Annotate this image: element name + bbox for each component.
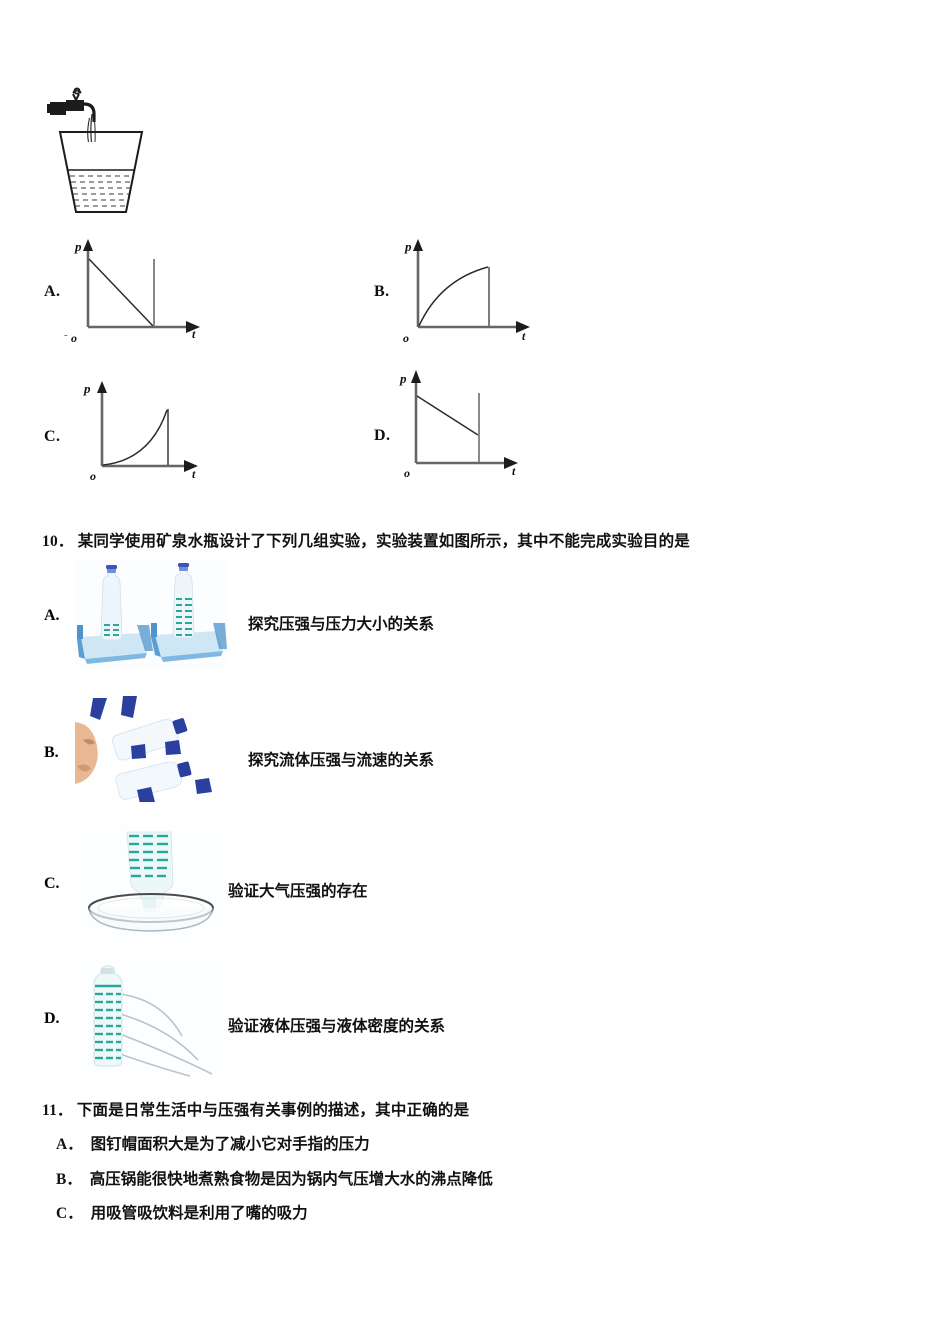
q9-option-d[interactable]: D. p o t — [370, 365, 670, 485]
q10-option-c-letter: C. — [44, 875, 60, 892]
bottle-left — [100, 565, 123, 641]
x-axis-arrow — [504, 457, 518, 469]
q9-option-c-letter: C. — [44, 428, 61, 445]
q10-option-c-image — [75, 822, 227, 940]
sponge-right — [151, 623, 227, 662]
svg-text:-: - — [64, 329, 68, 341]
q10-option-c-caption: 验证大气压强的存在 — [228, 883, 368, 900]
q11-option-b-letter: B． — [56, 1171, 82, 1188]
axis-label-t: t — [192, 467, 196, 481]
axis-label-origin: o — [404, 466, 410, 480]
axis-label-origin: o — [403, 331, 409, 345]
y-axis-arrow — [97, 381, 107, 393]
q9-option-d-letter: D. — [374, 427, 391, 444]
x-axis-arrow — [186, 321, 200, 333]
q9-option-c[interactable]: C. p o t — [40, 368, 340, 488]
axis-label-p: p — [399, 371, 407, 386]
blowing-between-bottles-svg — [75, 694, 227, 802]
y-axis-arrow — [83, 239, 93, 251]
q9-graph-d: p o t — [399, 370, 518, 480]
bottle-water-jets-svg — [72, 958, 230, 1078]
question-10-stem: 10． 某同学使用矿泉水瓶设计了下列几组实验，实验装置如图所示，其中不能完成实验… — [42, 529, 690, 551]
y-axis-arrow — [411, 370, 421, 383]
q11-option-c[interactable]: C． 用吸管吸饮料是利用了嘴的吸力 — [56, 1201, 308, 1223]
axis-label-t: t — [512, 464, 516, 478]
axis-label-p: p — [74, 239, 82, 254]
q10-option-d-caption: 验证液体压强与液体密度的关系 — [228, 1018, 446, 1035]
water-level-right — [176, 598, 192, 636]
q10-option-b-caption: 探究流体压强与流速的关系 — [248, 752, 435, 769]
bottle-lower — [115, 761, 192, 800]
q10-option-b-image — [75, 694, 227, 802]
question-11-stem: 11． 下面是日常生活中与压强有关事例的描述，其中正确的是 — [42, 1098, 469, 1120]
q11-option-a-text: 图钉帽面积大是为了减小它对手指的压力 — [90, 1136, 370, 1153]
water-level-left — [104, 624, 119, 636]
q11-option-c-letter: C． — [56, 1205, 83, 1222]
curve-concave-down-increasing — [418, 266, 489, 327]
bottle-right — [172, 563, 195, 639]
curve-linear-decreasing-partial — [416, 395, 479, 436]
q11-option-c-text: 用吸管吸饮料是利用了嘴的吸力 — [90, 1205, 308, 1222]
bottle-water-marks — [129, 834, 168, 878]
curve-concave-up-increasing — [102, 409, 168, 466]
question-11-stem-text: 下面是日常生活中与压强有关事例的描述，其中正确的是 — [76, 1102, 470, 1119]
q11-option-b-text: 高压锅能很快地煮熟食物是因为锅内气压增大水的沸点降低 — [89, 1171, 493, 1188]
curve-linear-decreasing — [88, 258, 154, 327]
q9-graph-b: p o t — [403, 239, 530, 345]
q9-graph-a: p o - t — [64, 239, 200, 345]
q9-option-b[interactable]: B. p o t — [370, 235, 670, 355]
y-axis-arrow — [413, 239, 423, 251]
q10-option-a-caption: 探究压强与压力大小的关系 — [248, 616, 435, 633]
axis-label-p: p — [83, 381, 91, 396]
q9-option-b-letter: B. — [374, 283, 390, 300]
question-10-stem-text: 某同学使用矿泉水瓶设计了下列几组实验，实验装置如图所示，其中不能完成实验目的是 — [77, 533, 690, 550]
two-bottles-on-sponges-svg — [75, 559, 227, 669]
support-clips — [90, 696, 212, 802]
faucet-handle-icon — [72, 89, 82, 101]
bucket-outline — [58, 131, 144, 213]
q9-option-a[interactable]: A. p o - t — [40, 235, 340, 355]
q9-option-a-letter: A. — [44, 283, 61, 300]
faucet-spout-icon — [83, 102, 96, 122]
glass-dish — [88, 893, 214, 932]
inverted-bottle-in-dish-svg — [75, 822, 227, 940]
question-11-number: 11． — [42, 1102, 73, 1119]
faucet-pipe-icon — [50, 102, 66, 115]
q10-option-d-letter: D. — [44, 1010, 60, 1027]
inverted-bottle — [126, 831, 174, 912]
question-10-number: 10． — [42, 533, 74, 550]
q11-option-a-letter: A． — [56, 1136, 83, 1153]
q11-option-a[interactable]: A． 图钉帽面积大是为了减小它对手指的压力 — [56, 1132, 370, 1154]
axis-label-t: t — [522, 329, 526, 343]
q10-option-d-image — [72, 958, 230, 1078]
q9-graph-c: p o t — [83, 381, 198, 483]
x-axis-arrow — [184, 460, 198, 472]
q10-option-a-image — [75, 559, 227, 669]
axis-label-origin: o — [71, 331, 77, 345]
x-axis-arrow — [516, 321, 530, 333]
q10-option-b-letter: B. — [44, 744, 59, 761]
water-fill-hatching — [70, 175, 132, 207]
q10-option-a-letter: A. — [44, 607, 60, 624]
q11-option-b[interactable]: B． 高压锅能很快地煮熟食物是因为锅内气压增大水的沸点降低 — [56, 1167, 493, 1189]
faucet-bucket-svg — [47, 87, 144, 213]
faucet-filling-bucket-figure — [46, 84, 156, 218]
water-stream — [90, 113, 93, 143]
water-jets — [119, 993, 213, 1077]
axis-label-origin: o — [90, 469, 96, 483]
bottle-water-stripes — [95, 984, 121, 1060]
bottle-with-holes — [93, 965, 123, 1067]
face-profile — [75, 722, 98, 802]
axis-label-p: p — [404, 239, 412, 254]
axis-label-t: t — [192, 327, 196, 341]
sponge-left — [77, 625, 153, 664]
